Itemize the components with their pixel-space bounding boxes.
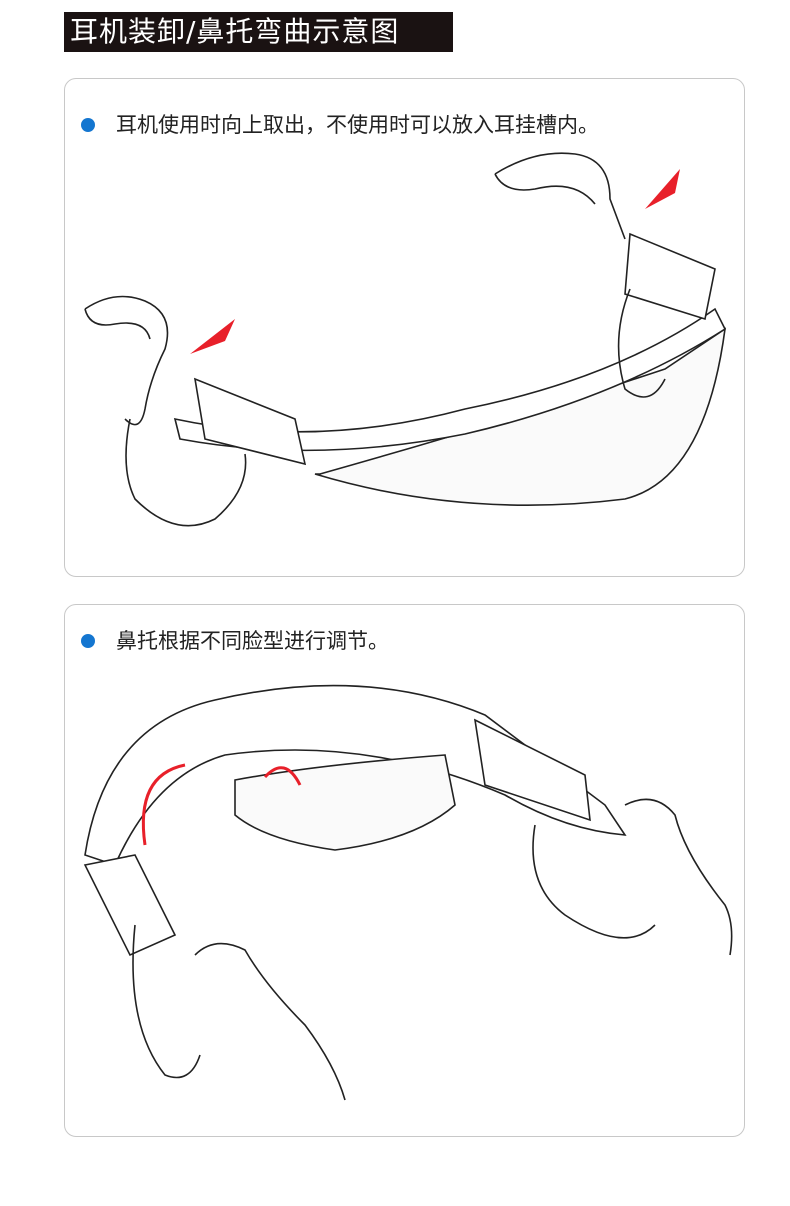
- glasses-nosepad-illustration: [83, 684, 733, 1101]
- page-title: 耳机装卸/鼻托弯曲示意图: [64, 12, 453, 52]
- section-text: 耳机使用时向上取出，不使用时可以放入耳挂槽内。: [116, 113, 599, 137]
- bullet-icon: [81, 118, 95, 132]
- earphone-section-card: 耳机使用时向上取出，不使用时可以放入耳挂槽内。: [64, 78, 745, 577]
- section-text: 鼻托根据不同脸型进行调节。: [116, 629, 389, 653]
- glasses-earphone-illustration: [84, 152, 727, 527]
- bullet-icon: [81, 634, 95, 648]
- nosepad-section-card: 鼻托根据不同脸型进行调节。: [64, 604, 745, 1137]
